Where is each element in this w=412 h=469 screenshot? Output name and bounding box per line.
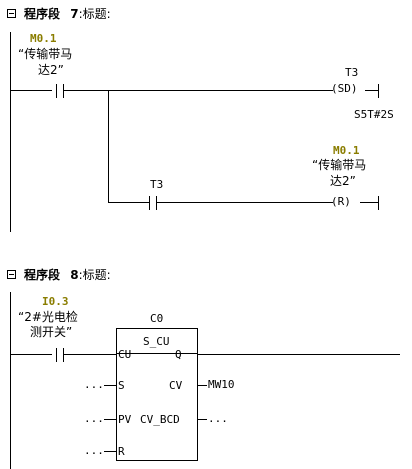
timer-coil-value: S5T#2S	[354, 108, 394, 121]
segment-title: :标题:	[78, 7, 111, 21]
pin-cv: CV	[169, 379, 183, 392]
pin-cv-bcd: CV_BCD	[140, 413, 180, 426]
timer-coil[interactable]: (SD)	[331, 82, 358, 95]
counter-title-divider	[117, 353, 197, 354]
pv-param[interactable]: ...	[84, 412, 104, 425]
contact-comment-line1: “2#光电检	[18, 310, 78, 324]
segment-collapse-icon[interactable]	[7, 9, 16, 18]
segment-label: 程序段	[24, 7, 61, 21]
s-param[interactable]: ...	[84, 378, 104, 391]
pin-cu: CU	[118, 348, 132, 361]
counter-block[interactable]: S_CU CU Q S CV PV CV_BCD R	[116, 328, 198, 461]
contact-address[interactable]: M0.1	[30, 32, 57, 45]
pin-pv: PV	[118, 413, 132, 426]
pin-r: R	[118, 445, 125, 458]
no-contact[interactable]	[52, 347, 68, 363]
contact2-name: T3	[150, 178, 164, 191]
timer-contact[interactable]	[145, 195, 161, 211]
contact-address[interactable]: I0.3	[42, 295, 69, 308]
reset-coil-symbol: R	[337, 195, 345, 208]
reset-coil-comment-line1: “传输带马	[312, 158, 367, 172]
segment-header: 程序段 7:标题:	[24, 5, 111, 22]
segment-title: :标题:	[78, 268, 111, 282]
pin-s: S	[118, 379, 125, 392]
reset-coil-comment-line2: 达2”	[330, 174, 356, 188]
segment-number: 8	[70, 268, 79, 282]
contact-comment-line2: 达2”	[38, 63, 64, 77]
segment-number: 7	[70, 7, 79, 21]
segment-collapse-icon[interactable]	[7, 270, 16, 279]
timer-coil-symbol: SD	[337, 82, 351, 95]
r-param[interactable]: ...	[84, 444, 104, 457]
segment-header: 程序段 8:标题:	[24, 266, 111, 283]
segment-label: 程序段	[24, 268, 61, 282]
timer-coil-name: T3	[345, 66, 359, 79]
contact-comment-line1: “传输带马	[18, 47, 73, 61]
reset-coil-address[interactable]: M0.1	[333, 144, 360, 157]
pin-q: Q	[175, 348, 182, 361]
counter-type: S_CU	[143, 335, 170, 348]
cv-param[interactable]: MW10	[208, 378, 235, 391]
no-contact[interactable]	[52, 83, 68, 99]
cv-bcd-param[interactable]: ...	[208, 412, 228, 425]
contact-comment-line2: 测开关”	[30, 325, 73, 339]
counter-name: C0	[150, 312, 164, 325]
reset-coil[interactable]: (R)	[331, 195, 351, 208]
